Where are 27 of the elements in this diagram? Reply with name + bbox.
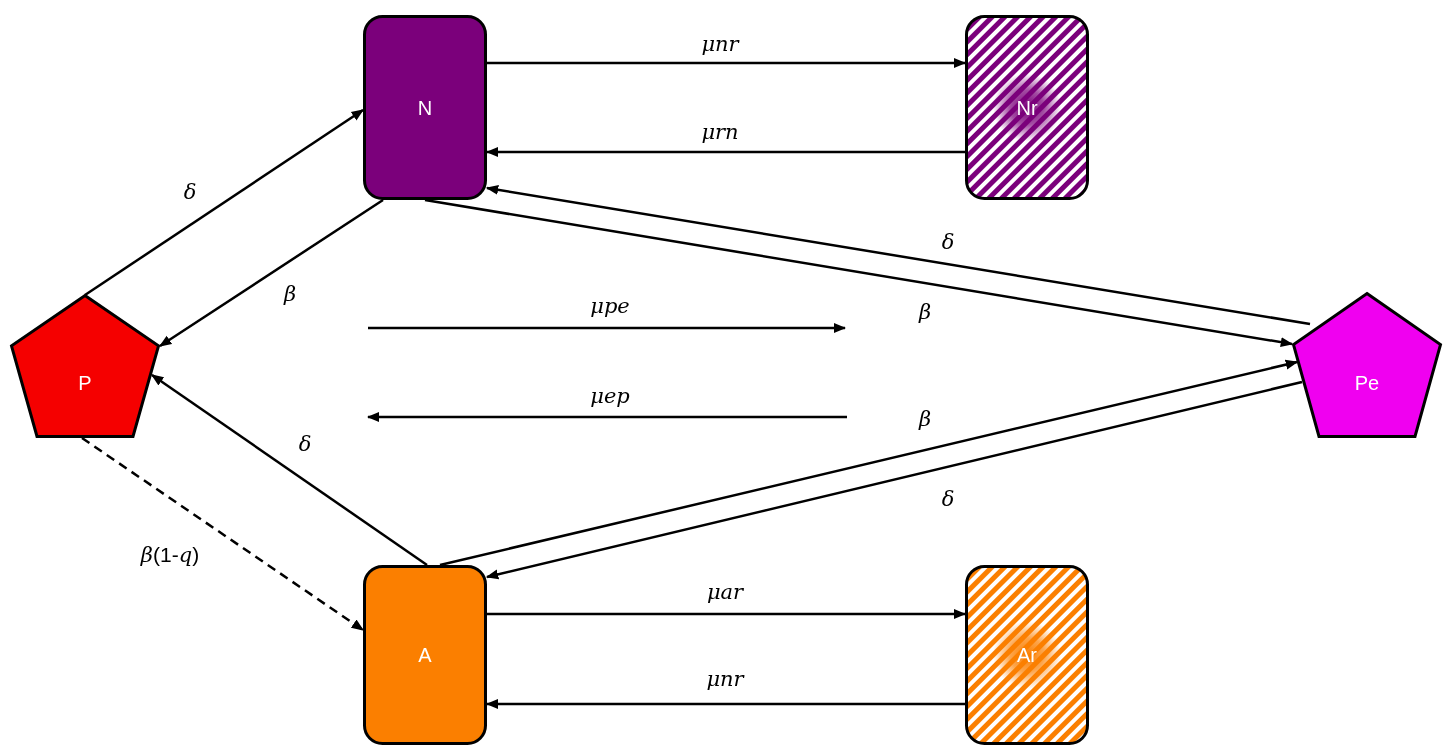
arrow [84, 108, 365, 297]
edge-label: β [916, 408, 934, 432]
arrow [424, 198, 1294, 348]
arrow [485, 147, 965, 157]
arrow [485, 380, 1303, 580]
arrow [485, 699, 965, 709]
arrow [487, 609, 967, 619]
node-label: Ar [1017, 643, 1037, 667]
arrow [150, 373, 428, 567]
state-pentagon [1292, 292, 1442, 438]
arrow [439, 359, 1299, 567]
state-pentagon [10, 294, 160, 438]
arrow [485, 184, 1311, 326]
edge-label: β [916, 301, 934, 325]
arrow [487, 58, 967, 68]
arrow [158, 198, 384, 348]
state-box [363, 565, 487, 745]
node-label: P [78, 371, 92, 395]
node-label: N [417, 96, 433, 119]
node-label: Nr [1016, 96, 1038, 119]
node-label: Pe [1354, 371, 1380, 394]
hatched-state-box [965, 565, 1089, 745]
state-box [363, 15, 487, 200]
edge-label: β [281, 283, 299, 307]
arrow [81, 436, 365, 632]
node-label: A [418, 643, 432, 667]
hatched-state-box [965, 15, 1089, 200]
